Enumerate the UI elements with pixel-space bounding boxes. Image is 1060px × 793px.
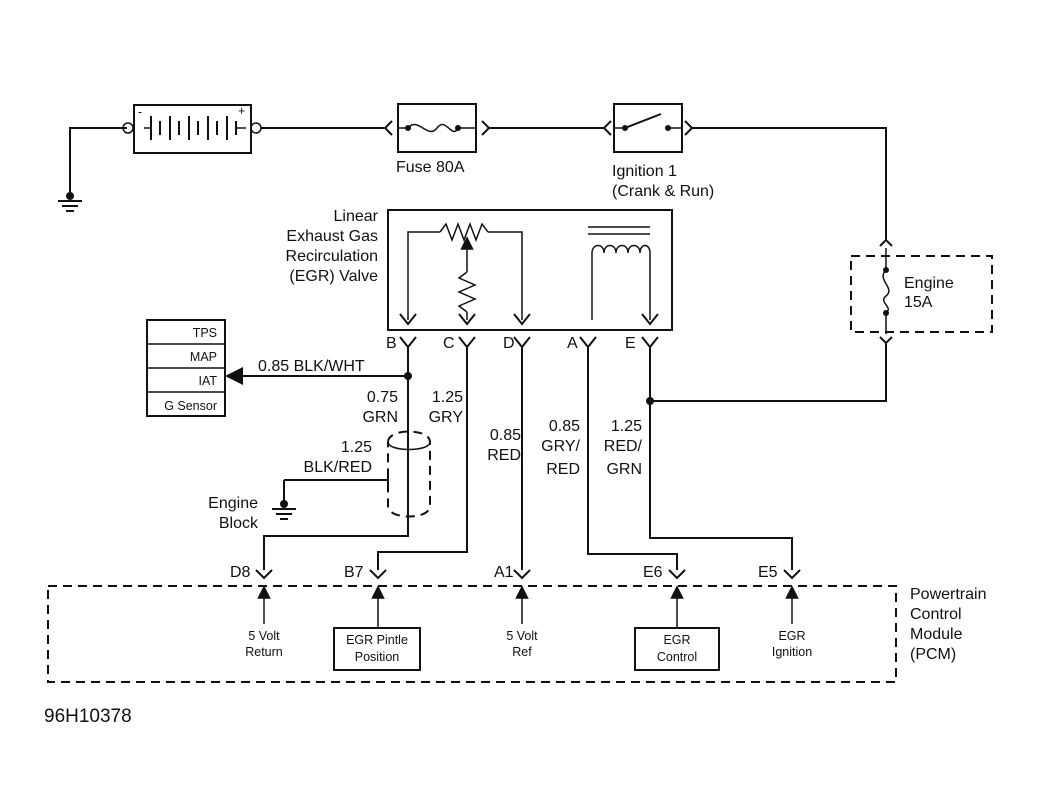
pcm-label-2: Control [910, 606, 962, 623]
sensor-g: G Sensor [164, 399, 217, 413]
wire-label-gry-2: GRY [429, 409, 464, 426]
pcm-label-3: Module [910, 626, 963, 643]
potentiometer-icon [407, 221, 523, 320]
wire-gry [377, 347, 468, 570]
engine-block-label-2: Block [219, 515, 259, 532]
sensor-list [146, 319, 226, 417]
wire-label-red-grn-3: GRN [606, 461, 642, 478]
ground-wire [66, 127, 127, 200]
wire-label-blk-red-2: BLK/RED [304, 459, 372, 476]
egr-valve-label-3: Recirculation [286, 248, 378, 265]
wire-label-gry-1: 1.25 [432, 389, 463, 406]
engine-fuse-label-1: Engine [904, 275, 954, 292]
valve-pin-e: E [625, 335, 636, 352]
valve-connector-forks [399, 336, 659, 349]
wire-label-gry-red-3: RED [546, 461, 580, 478]
battery-neg-label: - [138, 105, 142, 119]
valve-pin-d: D [503, 335, 515, 352]
sensor-map: MAP [190, 350, 217, 364]
engine-block-ground-icon [272, 480, 296, 520]
wire-label-red-2: RED [487, 447, 521, 464]
egr-valve-label-1: Linear [334, 208, 379, 225]
pcm-5v-return-1: 5 Volt [248, 629, 280, 643]
egr-valve-box [387, 209, 673, 331]
egr-valve-label-4: (EGR) Valve [289, 268, 378, 285]
pcm-box [47, 585, 897, 683]
sensor-iat: IAT [198, 374, 217, 388]
pcm-5v-ref-1: 5 Volt [506, 629, 538, 643]
egr-pintle-box [333, 627, 421, 671]
wire-label-blk-wht: 0.85 BLK/WHT [258, 358, 365, 375]
figure-id: 96H10378 [44, 706, 132, 727]
pcm-label-4: (PCM) [910, 646, 956, 663]
wire-gry-red [587, 347, 678, 570]
pcm-egr-pintle-1: EGR Pintle [346, 633, 408, 647]
wire-ignition-engine-fuse [692, 127, 887, 240]
engine-fuse-15a-icon [850, 238, 993, 345]
pcm-5v-return-2: Return [245, 645, 283, 659]
ground-icon [58, 200, 82, 212]
shield-icon [284, 430, 431, 518]
pcm-pin-b7: B7 [344, 564, 364, 581]
valve-pin-c: C [443, 335, 455, 352]
fuse-label: Fuse 80A [396, 159, 465, 176]
ignition-switch-icon [602, 103, 694, 153]
solenoid-coil-icon [588, 226, 651, 320]
wire-label-grn-2: GRN [362, 409, 398, 426]
pcm-label-1: Powertrain [910, 586, 986, 603]
wire-label-gry-red-2: GRY/ [541, 438, 580, 455]
pcm-pin-e6: E6 [643, 564, 663, 581]
fuse-80a-icon [383, 103, 491, 153]
valve-pin-b: B [386, 335, 397, 352]
pcm-pin-forks [255, 569, 801, 580]
wire-engine-fuse-splice [650, 343, 887, 402]
ignition-label-1: Ignition 1 [612, 163, 677, 180]
pcm-5v-ref-2: Ref [512, 645, 532, 659]
wire-red-grn [649, 347, 793, 570]
wire-label-grn-1: 0.75 [367, 389, 398, 406]
engine-block-label-1: Engine [208, 495, 258, 512]
valve-pin-a: A [567, 335, 578, 352]
wire-label-gry-red-1: 0.85 [549, 418, 580, 435]
pcm-pin-d8: D8 [230, 564, 251, 581]
battery-pos-label: + [238, 104, 245, 118]
wire-label-red-grn-1: 1.25 [611, 418, 642, 435]
pcm-egr-control-2: Control [657, 650, 697, 664]
battery-icon [122, 104, 262, 154]
pcm-egr-control-1: EGR [663, 633, 690, 647]
pcm-pin-a1: A1 [494, 564, 514, 581]
ignition-label-2: (Crank & Run) [612, 183, 714, 200]
wire-label-red-1: 0.85 [490, 427, 521, 444]
pcm-egr-pintle-2: Position [355, 650, 400, 664]
pcm-circuit-arrows [257, 585, 799, 628]
wire-grn [263, 347, 409, 570]
egr-valve-label-2: Exhaust Gas [286, 228, 378, 245]
pcm-egr-ignition-2: Ignition [772, 645, 812, 659]
egr-control-box [634, 627, 720, 671]
pcm-pin-e5: E5 [758, 564, 778, 581]
engine-fuse-label-2: 15A [904, 294, 933, 311]
valve-pin-forks [399, 313, 659, 326]
wire-label-blk-red-1: 1.25 [341, 439, 372, 456]
wire-label-red-grn-2: RED/ [604, 438, 643, 455]
pcm-egr-ignition-1: EGR [778, 629, 805, 643]
sensor-tps: TPS [193, 326, 217, 340]
